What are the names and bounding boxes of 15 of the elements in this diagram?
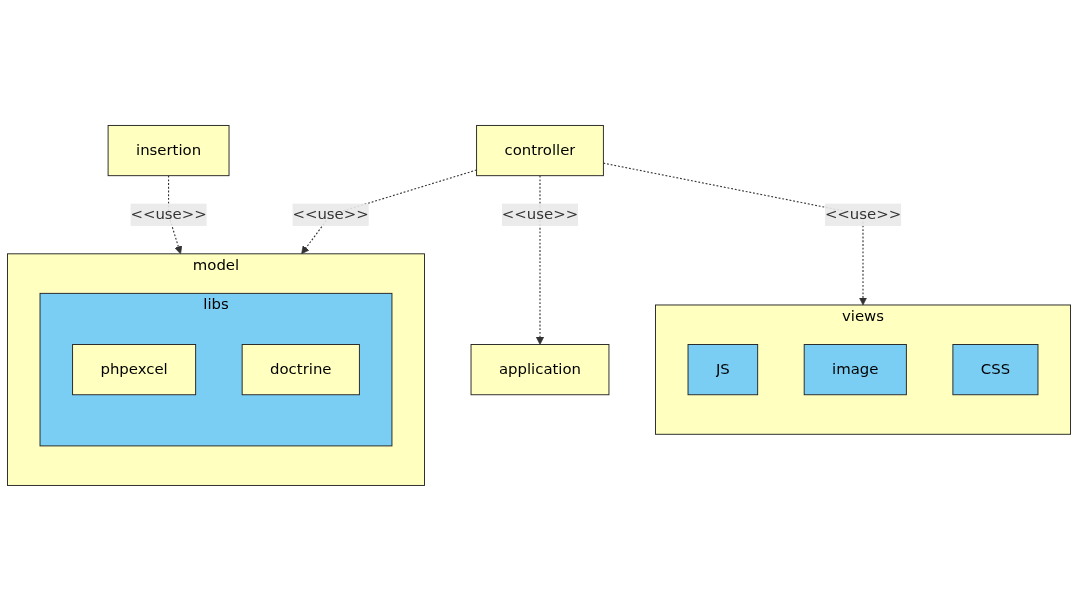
edge-label: <<use>> bbox=[130, 205, 207, 224]
node-box: controller bbox=[476, 125, 604, 177]
node-box: image bbox=[803, 344, 907, 396]
node-box: JS bbox=[687, 344, 759, 396]
node-box: insertion bbox=[107, 125, 230, 177]
edge-label: <<use>> bbox=[824, 205, 902, 224]
node-box: CSS bbox=[952, 344, 1039, 396]
node-box: phpexcel bbox=[72, 344, 197, 396]
node-box: doctrine bbox=[241, 344, 360, 396]
arrow bbox=[602, 162, 868, 306]
node-box: application bbox=[470, 344, 610, 396]
arrow bbox=[168, 175, 183, 255]
edge-label: <<use>> bbox=[292, 205, 369, 224]
edge-label: <<use>> bbox=[501, 205, 579, 224]
arrow bbox=[535, 175, 545, 345]
